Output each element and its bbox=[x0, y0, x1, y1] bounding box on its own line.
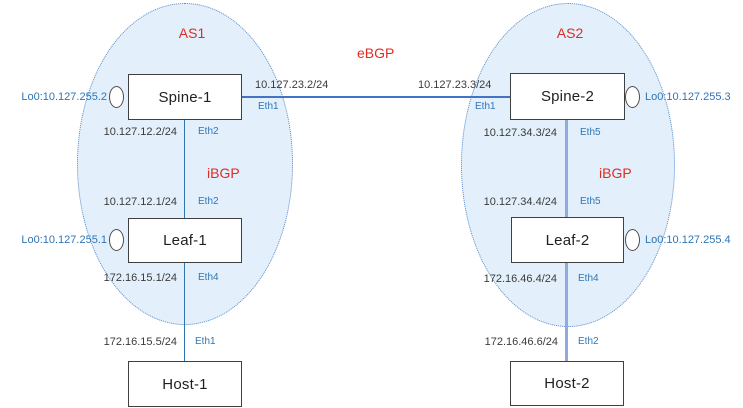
as1-leaf-down-iface-label: Eth4 bbox=[198, 272, 219, 283]
as2-leaf-up-iface-label: Eth5 bbox=[580, 196, 601, 207]
as1-leaf-host-link-line bbox=[184, 263, 186, 361]
node-leaf-1-label: Leaf-1 bbox=[163, 232, 207, 249]
node-leaf-2-label: Leaf-2 bbox=[545, 231, 590, 249]
loopback-icon-spine-1 bbox=[109, 86, 124, 108]
ebgp-left-iface-label: Eth1 bbox=[258, 101, 279, 112]
node-spine-2: Spine-2 bbox=[510, 73, 625, 120]
as1-ibgp-label: iBGP bbox=[207, 165, 240, 181]
loopback-icon-leaf-2 bbox=[625, 229, 640, 251]
node-host-2-label: Host-2 bbox=[544, 375, 590, 392]
as1-spine-down-ip-label: 10.127.12.2/24 bbox=[103, 126, 177, 138]
node-spine-2-label: Spine-2 bbox=[540, 88, 595, 105]
as2-host-up-ip-label: 172.16.46.6/24 bbox=[484, 336, 558, 348]
as2-leaf-down-iface-label: Eth4 bbox=[578, 273, 599, 284]
as2-host-up-iface-label: Eth2 bbox=[578, 336, 599, 347]
as2-leaf-up-ip-label: 10.127.34.4/24 bbox=[483, 196, 557, 208]
ebgp-link-line bbox=[242, 96, 510, 98]
as2-label: AS2 bbox=[556, 25, 584, 41]
loopback-label-leaf-2: Lo0:10.127.255.4 bbox=[645, 234, 731, 246]
node-host-1-label: Host-1 bbox=[162, 375, 208, 393]
node-leaf-2: Leaf-2 bbox=[511, 217, 624, 263]
as1-ibgp-link-line bbox=[184, 120, 186, 218]
as1-host-up-ip-label: 172.16.15.5/24 bbox=[103, 336, 177, 348]
node-spine-1: Spine-1 bbox=[128, 74, 242, 120]
as1-leaf-down-ip-label: 172.16.15.1/24 bbox=[103, 272, 177, 284]
loopback-label-spine-2: Lo0:10.127.255.3 bbox=[645, 91, 731, 103]
ebgp-right-ip-label: 10.127.23.3/24 bbox=[418, 79, 492, 91]
loopback-icon-leaf-1 bbox=[109, 229, 124, 251]
node-host-1: Host-1 bbox=[128, 361, 242, 407]
as2-spine-down-ip-label: 10.127.34.3/24 bbox=[483, 127, 557, 139]
loopback-label-leaf-1: Lo0:10.127.255.1 bbox=[21, 234, 107, 246]
as1-label: AS1 bbox=[178, 25, 206, 41]
as2-leaf-host-link-line bbox=[565, 263, 568, 361]
as1-spine-down-iface-label: Eth2 bbox=[198, 126, 219, 137]
as1-leaf-up-iface-label: Eth2 bbox=[198, 196, 219, 207]
loopback-icon-spine-2 bbox=[625, 86, 640, 108]
as2-ibgp-link-line bbox=[565, 120, 568, 217]
as2-spine-down-iface-label: Eth5 bbox=[580, 127, 601, 138]
as2-boundary bbox=[461, 3, 675, 327]
ebgp-right-iface-label: Eth1 bbox=[475, 101, 496, 112]
as2-ibgp-label: iBGP bbox=[599, 165, 632, 181]
loopback-label-spine-1: Lo0:10.127.255.2 bbox=[21, 91, 107, 103]
ebgp-left-ip-label: 10.127.23.2/24 bbox=[255, 79, 329, 91]
node-host-2: Host-2 bbox=[510, 361, 624, 406]
as1-leaf-up-ip-label: 10.127.12.1/24 bbox=[103, 196, 177, 208]
node-spine-1-label: Spine-1 bbox=[158, 88, 212, 106]
as2-leaf-down-ip-label: 172.16.46.4/24 bbox=[483, 273, 557, 285]
ebgp-label: eBGP bbox=[357, 45, 395, 61]
as1-host-up-iface-label: Eth1 bbox=[195, 336, 216, 347]
node-leaf-1: Leaf-1 bbox=[128, 218, 242, 263]
